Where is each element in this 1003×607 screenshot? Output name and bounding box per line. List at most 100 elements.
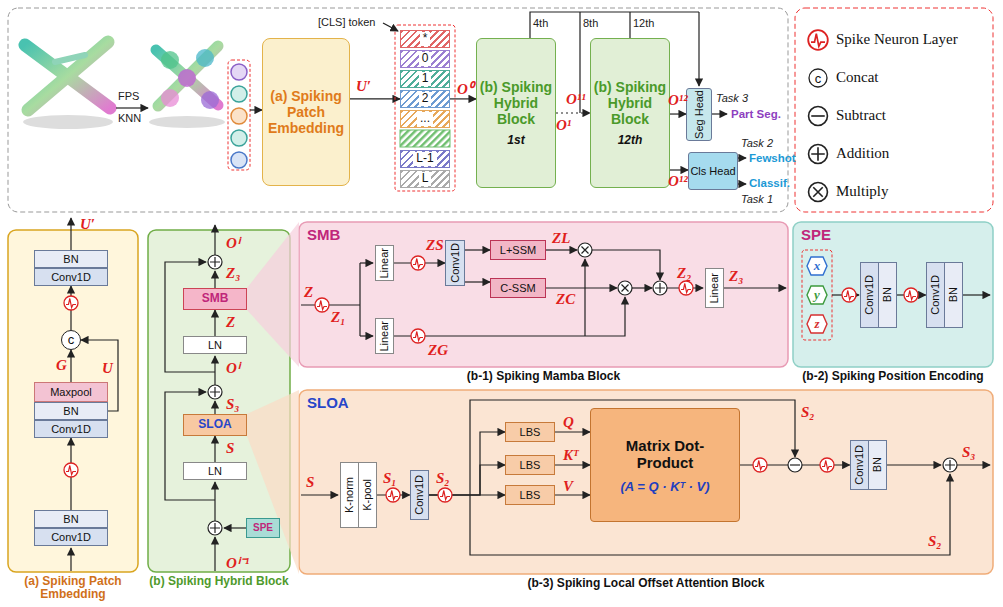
- process-box: Linear: [375, 245, 394, 281]
- node-text: BN: [947, 287, 960, 302]
- process-box: Conv1D: [34, 528, 108, 546]
- math-label: O⁰: [457, 78, 473, 98]
- process-box: Conv1D: [445, 240, 465, 286]
- node-text: 1: [419, 72, 432, 85]
- math-label: Z₁: [331, 309, 345, 326]
- process-box: Conv1D: [34, 268, 108, 286]
- node-text: BN: [881, 287, 894, 302]
- node-text: (b) Spiking Hybrid Block: [591, 79, 669, 127]
- panel-outline: [8, 230, 138, 572]
- process-box: K-norm: [340, 462, 359, 528]
- process-box: Maxpool: [34, 382, 108, 402]
- connector: [556, 112, 590, 113]
- legend-text: Multiply: [836, 183, 889, 200]
- node-text: (a) Spiking Patch Embedding: [263, 88, 349, 136]
- concat-circle: c: [61, 330, 81, 350]
- node-text: (A = Q · Kᵀ · V): [620, 479, 709, 494]
- module-panel: (a) Spiking Patch EmbeddingBNConv1DcMaxp…: [8, 230, 138, 572]
- connector: [555, 431, 590, 432]
- panel-caption: (b) Spiking Hybrid Block: [148, 575, 290, 588]
- math-label: Oⁱ⁻¹: [226, 552, 249, 572]
- connector: [214, 436, 215, 462]
- text-label: 8th: [583, 17, 598, 29]
- math-label: S₂: [436, 470, 450, 487]
- node-text: SPE: [253, 522, 273, 534]
- connector: [670, 169, 688, 170]
- process-box: BN: [868, 440, 887, 490]
- math-label: ZS: [426, 237, 444, 254]
- text-label: Task 1: [741, 193, 773, 205]
- node-text: LBS: [520, 489, 541, 502]
- process-box: 1: [400, 70, 450, 88]
- math-label: S: [226, 440, 234, 457]
- legend-text: Concat: [836, 69, 879, 86]
- math-label: Z₂: [677, 265, 691, 282]
- process-box: LN: [183, 336, 247, 354]
- process-box: BN: [34, 402, 108, 420]
- text-label: FPS: [118, 90, 139, 102]
- node-text: Cls Head: [690, 165, 735, 178]
- process-box: Conv1D: [860, 262, 879, 328]
- panel-caption: (a) Spiking Patch Embedding: [8, 575, 138, 601]
- process-box: LBS: [505, 422, 555, 442]
- math-label: Z₃: [226, 265, 240, 282]
- node-text: Conv1D: [853, 445, 866, 485]
- process-box: (b) Spiking Hybrid Block1st: [476, 38, 556, 188]
- process-box: L: [400, 170, 450, 188]
- process-box: (b) Spiking Hybrid Block12th: [590, 38, 670, 188]
- module-panel: SPE(b-2) Spiking Position EncodingConv1D…: [793, 222, 993, 367]
- math-label: U′: [356, 78, 371, 95]
- node-text: Maxpool: [50, 386, 92, 399]
- process-box: 2: [400, 90, 450, 108]
- module-panel: SLOA(b-3) Spiking Local Offset Attention…: [299, 390, 993, 574]
- text-label: Classif.: [749, 177, 790, 189]
- math-label: ZG: [428, 342, 448, 359]
- coordinate-hexagon: y: [806, 285, 828, 305]
- hexagon-shape: [807, 257, 827, 275]
- text-label: 12th: [633, 17, 654, 29]
- position-encoding-wires: [802, 250, 990, 340]
- process-box: Seg Head: [686, 88, 712, 141]
- math-label: S₂: [928, 533, 942, 550]
- node-text: L: [419, 172, 432, 185]
- text-label: Part Seg.: [731, 108, 781, 120]
- process-box: SMB: [183, 288, 247, 310]
- text-label: Task 3: [716, 92, 748, 104]
- panel-caption: (b-3) Spiking Local Offset Attention Blo…: [526, 577, 766, 590]
- node-text: 2: [419, 92, 432, 105]
- connector: [465, 281, 490, 282]
- process-box: SPE: [246, 518, 280, 538]
- process-box: Linear: [375, 318, 394, 354]
- legend-text: Spike Neuron Layer: [836, 31, 958, 48]
- coordinate-hexagon: z: [806, 314, 828, 334]
- process-box: *: [400, 30, 450, 48]
- legend-symbols: [808, 30, 828, 201]
- coordinate-hexagon: x: [806, 256, 828, 276]
- connector: [465, 249, 490, 250]
- node-text: Conv1D: [51, 271, 91, 284]
- process-box: C-SSM: [490, 278, 546, 298]
- node-text: LN: [208, 339, 222, 352]
- node-text: Conv1D: [51, 423, 91, 436]
- process-box: L-1: [400, 150, 450, 168]
- process-box: Conv1D: [410, 470, 429, 520]
- node-text: c: [68, 333, 75, 348]
- math-label: U: [102, 360, 113, 377]
- node-text: Conv1D: [863, 275, 876, 315]
- process-box: Matrix Dot-Product(A = Q · Kᵀ · V): [590, 408, 740, 522]
- math-label: Oⁱ: [226, 232, 240, 252]
- node-text: K-pool: [361, 479, 374, 511]
- node-text: BN: [63, 513, 78, 526]
- panel-caption: (b-1) Spiking Mamba Block: [299, 370, 788, 383]
- panel-outline: [793, 222, 993, 367]
- panel-heading: SPE: [801, 226, 831, 243]
- connector: [350, 98, 400, 99]
- process-box: BN: [944, 262, 963, 328]
- process-box: LBS: [505, 455, 555, 475]
- attention-block-wires: [301, 400, 990, 555]
- point-clouds: [23, 12, 746, 191]
- math-label: S₃: [226, 396, 240, 413]
- node-text: SMB: [202, 292, 229, 306]
- node-text: BN: [63, 253, 78, 266]
- math-label: O¹: [556, 117, 571, 134]
